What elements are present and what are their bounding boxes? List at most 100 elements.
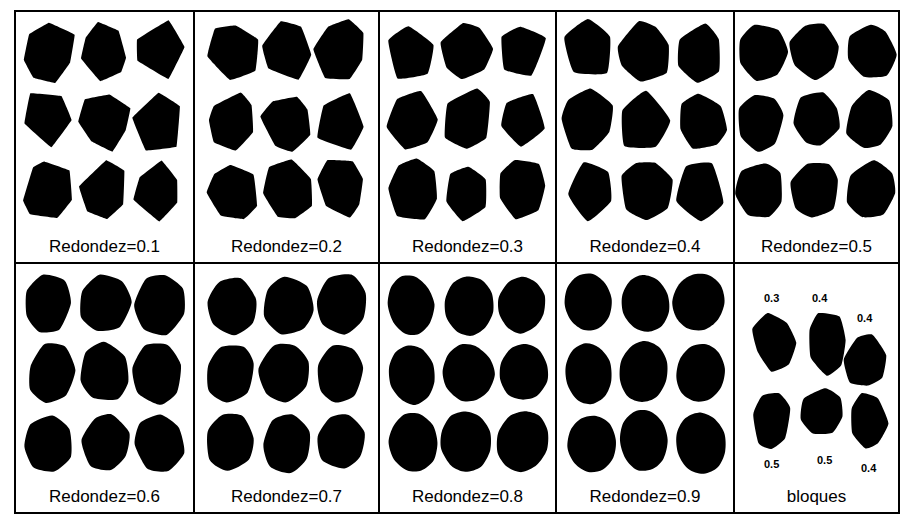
- particle-silhouette: [318, 160, 363, 218]
- particle-silhouette: [317, 93, 363, 149]
- particle-silhouette: [500, 160, 546, 219]
- block-roundness-value: 0.4: [812, 292, 827, 304]
- particle-silhouette: [23, 162, 72, 219]
- roundness-panel: Redondez=0.2: [193, 10, 380, 264]
- panel-caption: bloques: [735, 487, 898, 507]
- particle-silhouette: [739, 95, 784, 152]
- roundness-panel: Redondez=0.7: [193, 262, 380, 514]
- particle-silhouette: [498, 277, 545, 334]
- block-roundness-value: 0.5: [764, 458, 779, 470]
- particle-silhouette: [678, 24, 720, 83]
- particle-silhouette: [389, 345, 435, 405]
- particle-silhouette: [794, 92, 840, 145]
- particle-silhouette: [388, 276, 435, 335]
- particle-silhouette: [24, 23, 75, 83]
- particle-silhouette: [622, 275, 670, 332]
- roundness-panel: Redondez=0.9: [555, 262, 735, 514]
- particle-silhouette: [501, 27, 545, 76]
- particle-silhouette: [562, 89, 613, 151]
- particle-silhouette: [387, 91, 438, 149]
- particle-silhouette: [443, 344, 495, 401]
- particle-silhouette: [207, 414, 254, 471]
- roundness-panel: Redondez=0.3: [378, 10, 557, 264]
- panel-caption: Redondez=0.7: [195, 487, 378, 507]
- particle-silhouette: [676, 413, 725, 474]
- block-roundness-value: 0.5: [817, 454, 832, 466]
- particle-silhouette: [262, 21, 311, 80]
- particle-silhouette: [81, 342, 129, 400]
- particle-silhouette: [445, 277, 494, 336]
- panel-caption: Redondez=0.5: [735, 237, 898, 257]
- particle-silhouette: [135, 414, 185, 471]
- block-roundness-value: 0.4: [857, 312, 872, 324]
- particle-silhouette: [752, 313, 796, 372]
- particle-silhouette: [564, 19, 610, 74]
- particle-silhouette: [318, 345, 363, 403]
- roundness-panel: Redondez=0.8: [378, 262, 557, 514]
- particle-silhouette: [81, 414, 129, 470]
- particle-silhouette: [80, 275, 131, 332]
- particle-silhouette: [622, 91, 670, 148]
- particle-silhouette: [672, 274, 724, 331]
- particle-silhouette: [132, 93, 180, 151]
- particle-silhouette: [263, 160, 312, 219]
- panel-caption: Redondez=0.1: [16, 237, 193, 257]
- particle-silhouette: [851, 393, 888, 449]
- panel-caption: Redondez=0.8: [380, 487, 555, 507]
- particle-silhouette: [567, 416, 616, 473]
- panel-caption: Redondez=0.4: [557, 237, 733, 257]
- panel-caption: Redondez=0.3: [380, 237, 555, 257]
- particle-silhouette: [134, 275, 185, 335]
- roundness-panel: Redondez=0.5: [733, 10, 900, 264]
- particle-silhouette: [735, 163, 782, 217]
- particle-silhouette: [445, 89, 490, 149]
- particle-silhouette: [790, 163, 837, 218]
- particle-silhouette: [622, 162, 673, 220]
- particle-silhouette: [739, 25, 788, 81]
- particle-silhouette: [618, 21, 669, 82]
- particle-silhouette: [446, 167, 486, 221]
- particle-silhouette: [24, 415, 71, 471]
- block-roundness-value: 0.4: [861, 462, 876, 474]
- particle-silhouette: [25, 93, 72, 147]
- particle-silhouette: [26, 275, 71, 333]
- particle-silhouette: [753, 393, 790, 449]
- particle-silhouette: [501, 94, 544, 147]
- particle-silhouette: [263, 414, 310, 473]
- particle-silhouette: [676, 344, 725, 402]
- panel-caption: Redondez=0.6: [16, 487, 193, 507]
- particle-silhouette: [132, 344, 181, 405]
- particle-silhouette: [388, 159, 437, 220]
- particle-silhouette: [209, 93, 253, 151]
- particle-silhouette: [497, 411, 548, 472]
- particle-silhouette: [440, 411, 491, 471]
- particle-silhouette: [134, 161, 178, 222]
- particle-silhouette: [565, 273, 612, 330]
- particle-silhouette: [676, 163, 723, 222]
- panel-caption: Redondez=0.2: [195, 237, 378, 257]
- particle-silhouette: [844, 334, 887, 385]
- particle-silhouette: [848, 25, 897, 78]
- particle-silhouette: [317, 274, 366, 334]
- particle-silhouette: [313, 19, 363, 79]
- particle-silhouette: [847, 160, 895, 217]
- particle-silhouette: [388, 26, 433, 79]
- particle-silhouette: [258, 344, 309, 403]
- particle-silhouette: [29, 343, 75, 403]
- particle-silhouette: [809, 313, 845, 376]
- particle-silhouette: [207, 345, 254, 402]
- particle-silhouette: [81, 22, 126, 81]
- particle-silhouette: [500, 344, 548, 400]
- particle-silhouette: [441, 23, 493, 79]
- particle-silhouette: [620, 410, 668, 471]
- roundness-panel: Redondez=0.4: [555, 10, 735, 264]
- particle-silhouette: [78, 95, 130, 152]
- roundness-panel: Redondez=0.6: [14, 262, 195, 514]
- particle-silhouette: [264, 277, 314, 335]
- particle-silhouette: [801, 388, 843, 434]
- roundness-panel: Redondez=0.1: [14, 10, 195, 264]
- particle-silhouette: [789, 23, 838, 80]
- particle-silhouette: [680, 94, 727, 149]
